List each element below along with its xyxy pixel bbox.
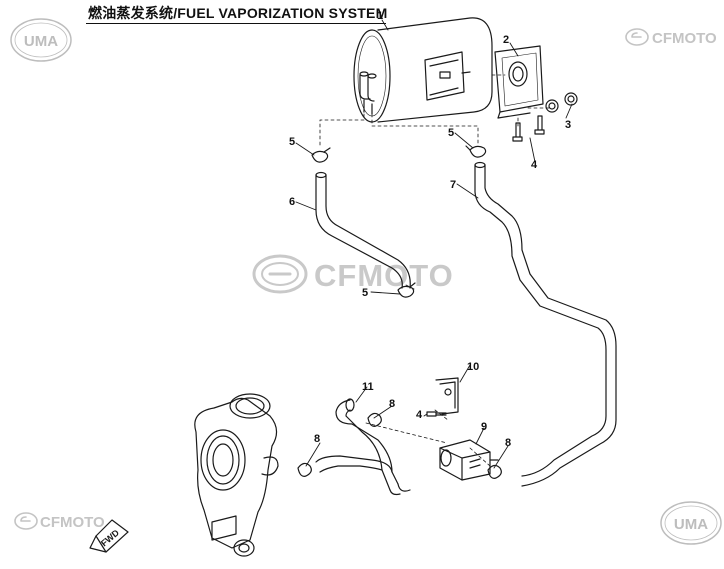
- callout-7: 7: [450, 179, 456, 191]
- callout-8: 8: [314, 433, 320, 445]
- callout-5: 5: [448, 127, 454, 139]
- uma-logo-text: UMA: [24, 33, 58, 50]
- callout-3: 3: [565, 119, 571, 131]
- title-underline: [86, 23, 386, 24]
- uma-logo-top-left: UMA: [10, 18, 72, 62]
- callout-2: 2: [503, 34, 509, 46]
- hose-11: [315, 398, 411, 496]
- hose-6: [315, 171, 411, 289]
- cfmoto-logo-text: CFMOTO: [40, 514, 105, 531]
- callout-6: 6: [289, 196, 295, 208]
- callout-11: 11: [362, 381, 374, 393]
- lower-clamps: [297, 412, 502, 479]
- callout-5: 5: [289, 136, 295, 148]
- uma-logo-bottom-right: UMA: [660, 501, 722, 545]
- uma-logo-text: UMA: [674, 516, 708, 533]
- callout-10: 10: [467, 361, 479, 373]
- diagram-title: 燃油蒸发系统/FUEL VAPORIZATION SYSTEM: [88, 5, 388, 21]
- hose-7: [474, 161, 617, 487]
- callout-5: 5: [362, 287, 368, 299]
- callout-numbers: 1 2 3 4 5 5 5 6 7 8 8 8 9 10 11 4: [289, 10, 571, 449]
- throttle-body: [194, 393, 279, 557]
- callout-4: 4: [531, 159, 538, 171]
- bolt-set-upper: [512, 115, 545, 142]
- cfmoto-logo-center: CFMOTO: [252, 254, 453, 294]
- callout-8: 8: [505, 437, 511, 449]
- callout-4: 4: [416, 409, 423, 421]
- callout-1: 1: [377, 10, 383, 22]
- purge-valve: [439, 439, 499, 481]
- valve-bracket: [435, 377, 459, 415]
- bracket: [494, 45, 544, 119]
- bolt-lower: [426, 411, 447, 417]
- charcoal-canister: [353, 17, 493, 123]
- cfmoto-logo-bottom-left: CFMOTO: [14, 512, 105, 531]
- callout-8: 8: [389, 398, 395, 410]
- cfmoto-logo-text: CFMOTO: [652, 30, 717, 47]
- fwd-arrow: FWD: [89, 519, 129, 553]
- hose-clamps: [311, 145, 487, 298]
- cfmoto-logo-top-right: CFMOTO: [625, 28, 717, 47]
- callout-leaders: [295, 19, 573, 469]
- callout-9: 9: [481, 421, 487, 433]
- nut-set: [545, 92, 578, 113]
